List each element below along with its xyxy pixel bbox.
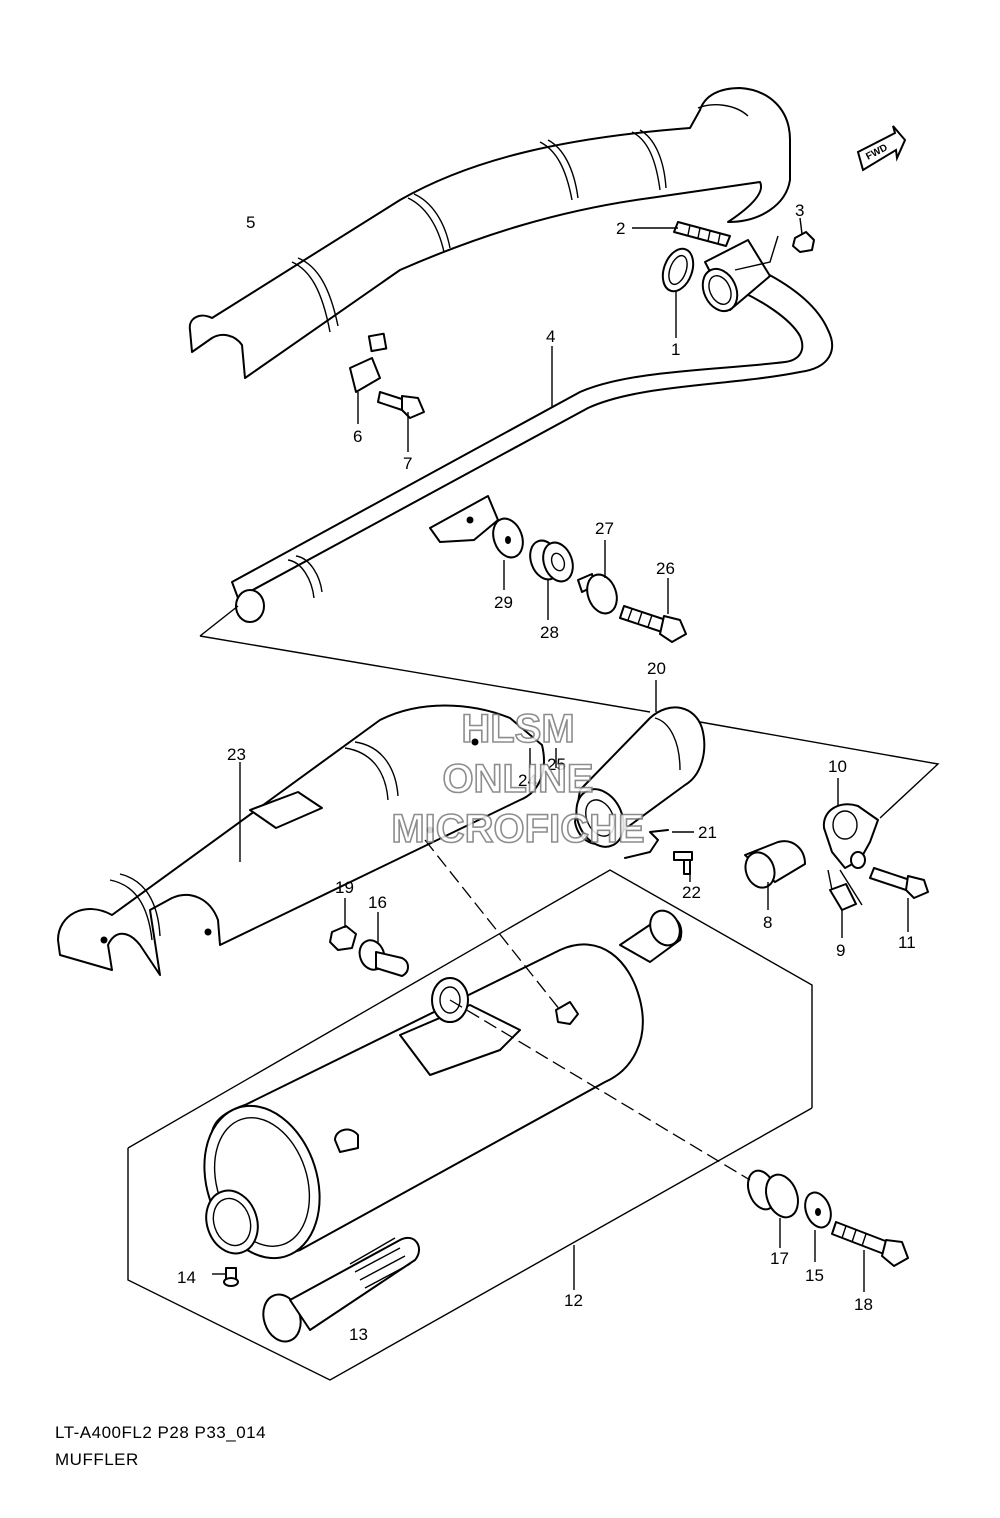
callout-10: 10 (828, 757, 847, 776)
callout-7: 7 (403, 454, 412, 473)
collar-9 (829, 883, 857, 911)
bolt-22 (673, 851, 693, 875)
callout-1: 1 (671, 340, 680, 359)
clamp (822, 803, 879, 869)
callout-6: 6 (353, 427, 362, 446)
grommet-28 (529, 539, 574, 583)
grommet-17 (746, 1169, 799, 1219)
watermark-line-3: MICROFICHE (391, 807, 644, 851)
sleeve (744, 840, 806, 889)
bolt-18 (831, 1221, 909, 1267)
spring-clip (624, 829, 669, 859)
bolt-26 (619, 605, 687, 643)
flange-nut (792, 231, 815, 253)
watermark-line-1: HLSM (461, 707, 574, 751)
callout-23: 23 (227, 745, 246, 764)
callout-21: 21 (698, 823, 717, 842)
callout-3: 3 (795, 201, 804, 220)
callout-15: 15 (805, 1266, 824, 1285)
callout-17: 17 (770, 1249, 789, 1268)
fwd-arrow-icon: FWD (856, 125, 907, 172)
diagram-title: MUFFLER (55, 1450, 139, 1469)
spark-arrester (262, 1237, 420, 1343)
callout-28: 28 (540, 623, 559, 642)
assembly-lines (127, 235, 940, 1381)
callout-11: 11 (898, 933, 916, 952)
watermark: HLSM ONLINE MICROFICHE (391, 706, 646, 852)
callout-14: 14 (177, 1268, 196, 1287)
callout-2: 2 (616, 219, 625, 238)
callout-27: 27 (595, 519, 614, 538)
callout-22: 22 (682, 883, 701, 902)
exhaust-pipe (231, 239, 833, 623)
callout-16: 16 (368, 893, 387, 912)
heat-shield-lower (57, 704, 545, 976)
collar-27 (577, 573, 618, 615)
stud-bolt (673, 221, 731, 247)
callout-26: 26 (656, 559, 675, 578)
callout-4: 4 (546, 327, 555, 346)
diagram-code: LT-A400FL2 P28 P33_014 (55, 1423, 267, 1442)
washer-29 (492, 517, 524, 559)
callout-5: 5 (246, 213, 255, 232)
callout-12: 12 (564, 1291, 583, 1310)
callouts: 1 2 3 4 5 6 7 8 9 10 11 12 13 14 15 16 1… (177, 201, 916, 1344)
callout-20: 20 (647, 659, 666, 678)
callout-29: 29 (494, 593, 513, 612)
callout-8: 8 (763, 913, 772, 932)
nut-19 (329, 925, 357, 951)
collar-16 (358, 939, 409, 977)
callout-19: 19 (335, 878, 354, 897)
bolt-7 (377, 391, 425, 419)
callout-25: 25 (547, 755, 566, 774)
screw-14 (223, 1267, 239, 1287)
muffler-body (203, 909, 683, 1260)
bolt-11 (869, 867, 929, 899)
clip-bracket (349, 332, 388, 393)
connector-pipe (574, 706, 706, 848)
callout-9: 9 (836, 941, 845, 960)
gasket (661, 247, 695, 293)
washer-15 (804, 1191, 832, 1229)
callout-leaders (212, 217, 909, 1292)
watermark-line-2: ONLINE (442, 757, 593, 801)
callout-18: 18 (854, 1295, 873, 1314)
callout-13: 13 (349, 1325, 368, 1344)
callout-24: 24 (518, 771, 537, 790)
heat-shield-upper (188, 87, 791, 379)
